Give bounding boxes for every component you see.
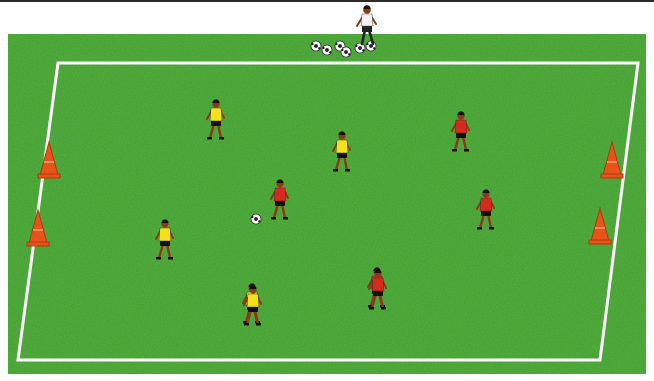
soccer-ball-icon <box>366 41 376 51</box>
soccer-ball-icon <box>341 47 351 57</box>
grass-field <box>8 34 646 374</box>
soccer-ball-icon <box>355 43 365 53</box>
soccer-ball-icon <box>251 214 261 224</box>
soccer-ball-icon <box>322 45 332 55</box>
soccer-ball-icon <box>311 41 321 51</box>
ball-in-play-icon <box>251 214 261 224</box>
